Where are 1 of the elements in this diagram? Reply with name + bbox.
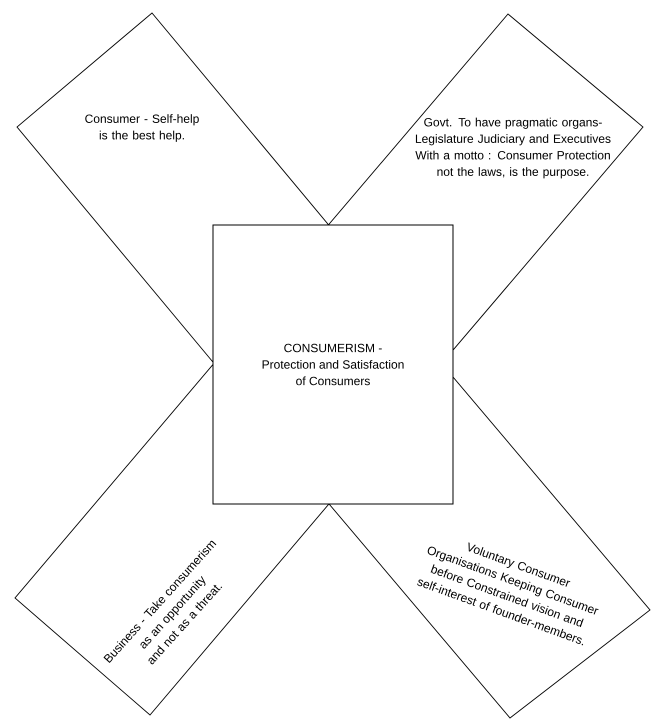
- center-box: CONSUMERISM - Protection and Satisfaction of Consumers: [212, 224, 454, 504]
